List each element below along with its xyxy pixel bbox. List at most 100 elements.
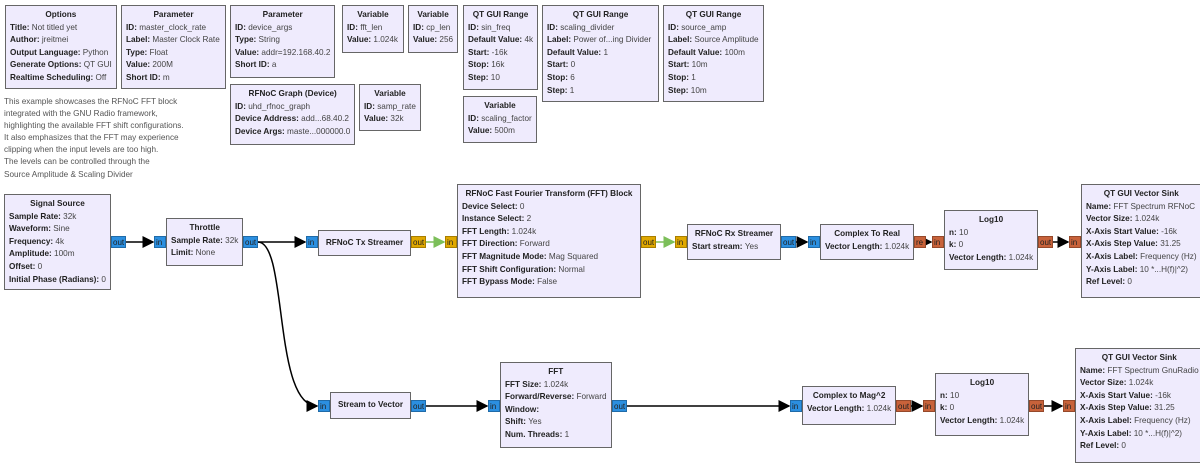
param-value: 10m [691,60,708,70]
output-port[interactable]: out [641,236,656,248]
block-title: Parameter [262,10,303,19]
block-param: FFT Length: 1.024k [462,226,636,239]
block-param: FFT Size: 1.024k [505,379,607,392]
block-param: Step: 1 [547,85,654,98]
block-param: Initial Phase (Radians): 0 [9,274,106,287]
param-colon: : [1129,415,1135,425]
block-param: X-Axis Step Value: 31.25 [1080,402,1199,415]
param-colon: : [689,35,695,45]
output-port[interactable]: out [612,400,627,412]
block-rfnoc-fast-fourier-transform-fft-block[interactable]: RFNoC Fast Fourier Transform (FFT) Block… [457,184,641,298]
param-key: Stop [668,72,687,82]
param-colon: : [434,35,440,45]
param-value: Python [82,47,109,57]
param-colon: : [476,22,482,32]
param-key: Vector Length [825,241,880,251]
param-value: 4k [55,236,65,246]
param-value: 32k [390,114,404,124]
output-port[interactable]: out [896,400,911,412]
output-port[interactable]: out [411,236,426,248]
input-port[interactable]: in [318,400,330,412]
param-value: addr=192.168.40.2 [261,47,331,57]
input-port[interactable]: in [932,236,944,248]
input-port[interactable]: in [1063,400,1075,412]
output-port[interactable]: out [1029,400,1044,412]
param-colon: : [486,47,492,57]
param-key: Title [10,22,27,32]
input-port[interactable]: in [1069,236,1081,248]
param-value: fft_len [360,22,383,32]
block-param: Start: 10m [668,59,759,72]
input-port[interactable]: in [488,400,500,412]
block-param: Vector Length: 1.024k [825,241,909,254]
block-param: Step: 10m [668,85,759,98]
param-value: False [537,277,558,287]
output-port[interactable]: out [1038,236,1053,248]
block-param: Value: 256 [413,34,453,47]
block-stream-to-vector[interactable]: Stream to Vector [330,392,411,419]
param-colon: : [676,22,682,32]
param-colon: : [879,241,885,251]
input-port[interactable]: in [445,236,457,248]
block-title: QT GUI Range [685,10,742,19]
block-rfnoc-tx-streamer[interactable]: RFNoC Tx Streamer [318,230,411,256]
block-param: Sample Rate: 32k [171,235,238,248]
connection[interactable] [257,241,319,412]
param-key: Start [468,47,487,57]
param-key: ID [235,22,244,32]
param-key: Label [547,35,569,45]
param-colon: : [147,35,153,45]
param-value: 256 [439,35,454,45]
block-param: ID: cp_len [413,22,453,35]
output-port[interactable]: out [781,236,796,248]
param-value: Power of...ing Divider [573,35,652,45]
block-param: Sample Rate: 32k [9,211,106,224]
param-value: -16k [491,47,508,57]
output-port[interactable]: out [411,400,426,412]
input-port[interactable]: in [154,236,166,248]
param-value: Forward [519,239,550,249]
param-colon: : [372,101,378,111]
input-port[interactable]: in [306,236,318,248]
param-colon: : [50,236,56,246]
input-port[interactable]: in [923,400,935,412]
input-port[interactable]: in [675,236,687,248]
param-colon: : [90,72,96,82]
output-port[interactable]: re [914,236,926,248]
param-value: samp_rate [377,101,416,111]
param-key: Vector Length [949,252,1004,262]
input-port[interactable]: in [808,236,820,248]
param-colon: : [532,277,538,287]
block-param: n: 10 [949,227,1033,240]
block-param: Device Select: 0 [462,201,636,214]
flowgraph-note: This example showcases the RFNoC FFT blo… [4,96,184,181]
param-colon: : [296,114,302,124]
param-value: 10 [950,390,960,400]
block-title: Variable [374,89,406,98]
output-port[interactable]: out [111,236,126,248]
output-port[interactable]: out [243,236,258,248]
param-key: Step [668,85,686,95]
input-port[interactable]: in [790,400,802,412]
